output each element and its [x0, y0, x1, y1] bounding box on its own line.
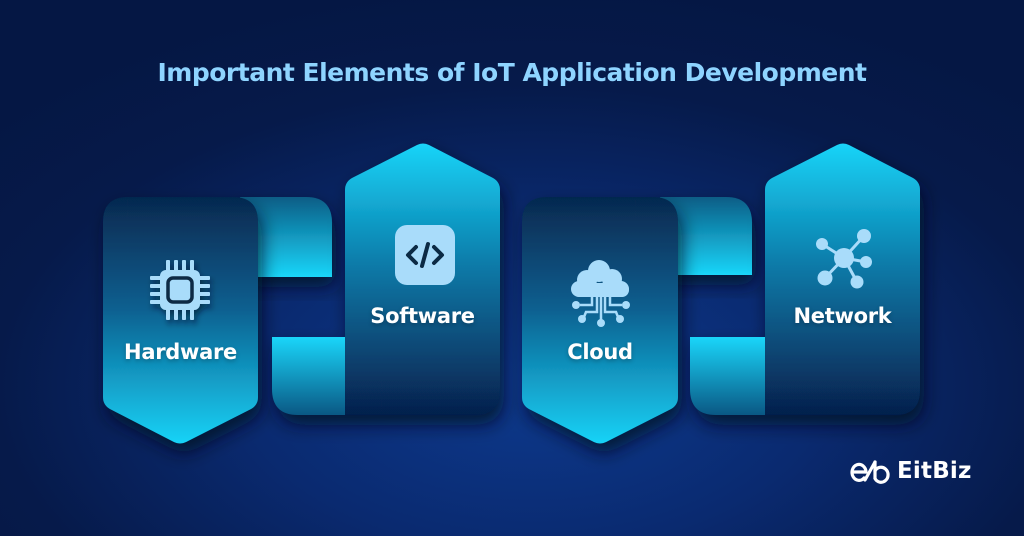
- connector-top-tab-1: [240, 197, 332, 277]
- page-title: Important Elements of IoT Application De…: [157, 58, 867, 87]
- connector-top-tab-2: [660, 197, 752, 275]
- brand-logo: EitBiz: [849, 458, 972, 484]
- connector-bottom-tab-1: [272, 337, 345, 415]
- code-icon: [395, 225, 455, 285]
- element-label-software: Software: [370, 304, 475, 328]
- chip-icon: [150, 260, 210, 320]
- element-label-hardware: Hardware: [124, 340, 237, 364]
- element-label-network: Network: [793, 304, 892, 328]
- hardware-arrow-shape: [103, 197, 258, 444]
- eitbiz-mark-icon: [850, 460, 890, 484]
- cloud-network-icon: [571, 260, 630, 327]
- network-hub-icon: [816, 229, 872, 289]
- connector-bottom-tab-2: [690, 337, 765, 415]
- element-label-cloud: Cloud: [567, 340, 633, 364]
- brand-name: EitBiz: [897, 458, 972, 484]
